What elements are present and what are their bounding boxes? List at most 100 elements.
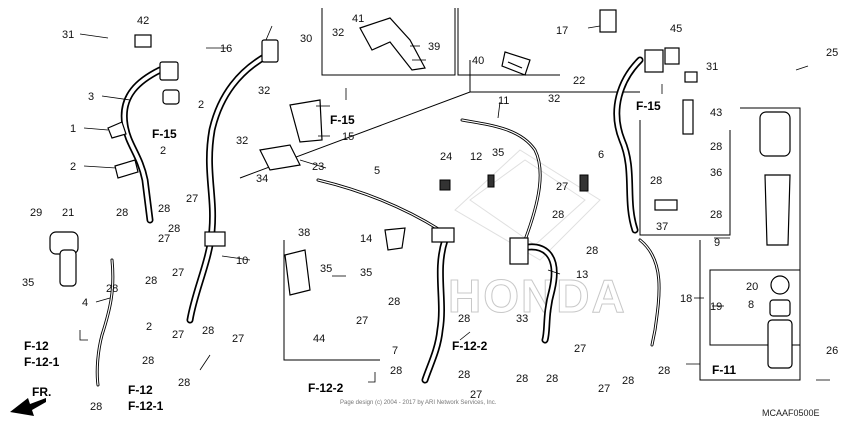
callout-numbers: 31 42 16 3 2 1 2 2 29 21 28 28 28 27 27 … (22, 13, 838, 413)
right-hose-6 (613, 56, 644, 234)
callout-27: 27 (232, 333, 244, 345)
callout-24: 24 (440, 151, 452, 163)
callout-21: 21 (62, 207, 74, 219)
callout-27: 27 (172, 267, 184, 279)
callout-31: 31 (706, 61, 718, 73)
callout-28: 28 (178, 377, 190, 389)
callout-17: 17 (556, 25, 568, 37)
ref-f12-bottom: F-12 (128, 383, 153, 397)
callout-28: 28 (116, 207, 128, 219)
callout-10: 10 (236, 255, 248, 267)
right-pipe-18 (638, 238, 661, 347)
callout-7: 7 (392, 345, 398, 357)
callout-30: 30 (300, 33, 312, 45)
front-arrow-icon (10, 398, 46, 416)
ref-f12-1-bottom: F-12-1 (128, 399, 164, 413)
reference-labels: F-15 F-15 F-15 F-12 F-12-1 F-12 F-12-1 F… (24, 99, 736, 413)
callout-23: 23 (312, 161, 324, 173)
hose-13 (511, 243, 558, 344)
callout-2: 2 (146, 321, 152, 333)
callout-28: 28 (650, 175, 662, 187)
callout-43: 43 (710, 107, 722, 119)
mid-frame (283, 240, 380, 361)
callout-5: 5 (374, 165, 380, 177)
ref-f15-left: F-15 (152, 127, 177, 141)
callout-41: 41 (352, 13, 364, 25)
reference-arrows (10, 84, 701, 416)
ref-f12-2-mid: F-12-2 (452, 339, 488, 353)
callout-40: 40 (472, 55, 484, 67)
callout-12: 12 (470, 151, 482, 163)
ref-f15-right: F-15 (636, 99, 661, 113)
callout-27: 27 (172, 329, 184, 341)
callout-11: 11 (498, 95, 509, 107)
callout-1: 1 (70, 123, 76, 135)
callout-38: 38 (298, 227, 310, 239)
callout-27: 27 (598, 383, 610, 395)
callout-33: 33 (516, 313, 528, 325)
callout-44: 44 (313, 333, 325, 345)
callout-32: 32 (548, 93, 560, 105)
pipe-5 (316, 178, 442, 232)
callout-26: 26 (826, 345, 838, 357)
callout-16: 16 (220, 43, 232, 55)
callout-28: 28 (142, 355, 154, 367)
callout-28: 28 (546, 373, 558, 385)
callout-3: 3 (88, 91, 94, 103)
center-hose-10 (186, 51, 272, 324)
diagram-code: MCAAF0500E (762, 408, 820, 418)
callout-18: 18 (680, 293, 692, 305)
callout-27: 27 (356, 315, 368, 327)
callout-13: 13 (576, 269, 588, 281)
pipe-11 (460, 118, 542, 242)
callout-29: 29 (30, 207, 42, 219)
callout-6: 6 (598, 149, 604, 161)
callout-14: 14 (360, 233, 372, 245)
callout-27: 27 (556, 181, 568, 193)
callout-8: 8 (748, 299, 754, 311)
inner-right-frame (709, 269, 801, 346)
callout-35: 35 (360, 267, 372, 279)
copyright-notice: Page design (c) 2004 - 2017 by ARI Netwo… (340, 400, 497, 406)
ref-f12-left: F-12 (24, 339, 49, 353)
callout-32: 32 (332, 27, 344, 39)
callout-4: 4 (82, 297, 88, 309)
honda-watermark: HONDA (448, 149, 627, 323)
left-hose-3 (120, 66, 164, 224)
callout-27: 27 (470, 389, 482, 401)
callout-28: 28 (158, 203, 170, 215)
callout-25: 25 (826, 47, 838, 59)
callout-28: 28 (458, 369, 470, 381)
right-lower-frame (699, 107, 801, 381)
ref-f12-2-bottom: F-12-2 (308, 381, 344, 395)
callout-28: 28 (710, 209, 722, 221)
callout-36: 36 (710, 167, 722, 179)
callout-28: 28 (516, 373, 528, 385)
callout-32: 32 (258, 85, 270, 97)
callout-20: 20 (746, 281, 758, 293)
callout-31: 31 (62, 29, 74, 41)
callout-28: 28 (586, 245, 598, 257)
leader-lines (79, 25, 830, 381)
callout-28: 28 (90, 401, 102, 413)
callout-2: 2 (160, 145, 166, 157)
watermark-text: HONDA (448, 270, 627, 322)
ref-f12-1-left: F-12-1 (24, 355, 60, 369)
callout-28: 28 (388, 296, 400, 308)
callout-28: 28 (390, 365, 402, 377)
callout-28: 28 (168, 223, 180, 235)
callout-28: 28 (710, 141, 722, 153)
callout-27: 27 (158, 233, 170, 245)
upper-right-frame (457, 8, 560, 76)
callout-2: 2 (70, 161, 76, 173)
callout-34: 34 (256, 173, 268, 185)
callout-2: 2 (198, 99, 204, 111)
callout-35: 35 (320, 263, 332, 275)
callout-15: 15 (342, 131, 354, 143)
parts-shapes (49, 9, 793, 369)
callout-45: 45 (670, 23, 682, 35)
ref-f15-mid: F-15 (330, 113, 355, 127)
callout-28: 28 (658, 365, 670, 377)
right-upper-frame (639, 120, 731, 236)
